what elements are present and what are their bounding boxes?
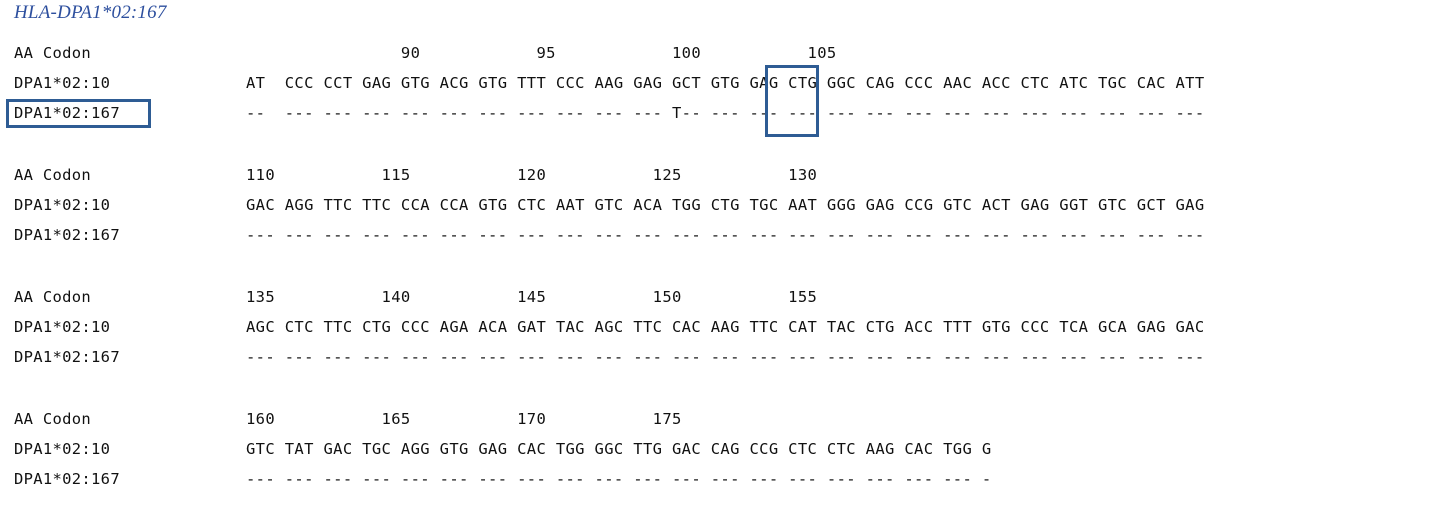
query-sequence-row: DPA1*02:167 -- --- --- --- --- --- --- -… <box>0 98 1443 128</box>
codon-numbers: 90 95 100 105 <box>246 44 837 62</box>
reference-sequence: AGC CTC TTC CTG CCC AGA ACA GAT TAC AGC … <box>246 318 1205 336</box>
row-label-reference: DPA1*02:10 <box>14 440 111 458</box>
query-sequence: --- --- --- --- --- --- --- --- --- --- … <box>246 226 1205 244</box>
highlight-box-query-label <box>6 99 151 128</box>
alignment-body: AA Codon 90 95 100 105 DPA1*02:10 AT CCC… <box>0 38 1443 526</box>
alignment-block: AA Codon 90 95 100 105 DPA1*02:10 AT CCC… <box>0 38 1443 160</box>
row-label-reference: DPA1*02:10 <box>14 74 111 92</box>
row-label-aa-codon: AA Codon <box>14 44 92 62</box>
query-sequence-row: DPA1*02:167 --- --- --- --- --- --- --- … <box>0 464 1443 494</box>
query-sequence: -- --- --- --- --- --- --- --- --- --- -… <box>246 104 1205 122</box>
alignment-block: AA Codon 160 165 170 175 DPA1*02:10 GTC … <box>0 404 1443 526</box>
page-title: HLA-DPA1*02:167 <box>14 2 167 23</box>
codon-number-row: AA Codon 135 140 145 150 155 <box>0 282 1443 312</box>
reference-sequence-row: DPA1*02:10 AGC CTC TTC CTG CCC AGA ACA G… <box>0 312 1443 342</box>
reference-sequence-row: DPA1*02:10 GAC AGG TTC TTC CCA CCA GTG C… <box>0 190 1443 220</box>
row-label-aa-codon: AA Codon <box>14 410 92 428</box>
codon-numbers: 135 140 145 150 155 <box>246 288 818 306</box>
alignment-block: AA Codon 135 140 145 150 155 DPA1*02:10 … <box>0 282 1443 404</box>
query-sequence: --- --- --- --- --- --- --- --- --- --- … <box>246 348 1205 366</box>
row-label-query: DPA1*02:167 <box>14 348 120 366</box>
reference-sequence: GAC AGG TTC TTC CCA CCA GTG CTC AAT GTC … <box>246 196 1205 214</box>
row-label-aa-codon: AA Codon <box>14 166 92 184</box>
row-label-reference: DPA1*02:10 <box>14 196 111 214</box>
codon-numbers: 110 115 120 125 130 <box>246 166 818 184</box>
codon-number-row: AA Codon 110 115 120 125 130 <box>0 160 1443 190</box>
reference-sequence-row: DPA1*02:10 AT CCC CCT GAG GTG ACG GTG TT… <box>0 68 1443 98</box>
query-sequence-row: DPA1*02:167 --- --- --- --- --- --- --- … <box>0 220 1443 250</box>
reference-sequence-row: DPA1*02:10 GTC TAT GAC TGC AGG GTG GAG C… <box>0 434 1443 464</box>
reference-sequence: AT CCC CCT GAG GTG ACG GTG TTT CCC AAG G… <box>246 74 1205 92</box>
reference-sequence: GTC TAT GAC TGC AGG GTG GAG CAC TGG GGC … <box>246 440 992 458</box>
row-label-query: DPA1*02:167 <box>14 470 120 488</box>
alignment-block: AA Codon 110 115 120 125 130 DPA1*02:10 … <box>0 160 1443 282</box>
codon-numbers: 160 165 170 175 <box>246 410 682 428</box>
row-label-aa-codon: AA Codon <box>14 288 92 306</box>
query-sequence: --- --- --- --- --- --- --- --- --- --- … <box>246 470 992 488</box>
row-label-query: DPA1*02:167 <box>14 226 120 244</box>
codon-number-row: AA Codon 160 165 170 175 <box>0 404 1443 434</box>
row-label-query: DPA1*02:167 <box>14 104 120 122</box>
row-label-reference: DPA1*02:10 <box>14 318 111 336</box>
codon-number-row: AA Codon 90 95 100 105 <box>0 38 1443 68</box>
query-sequence-row: DPA1*02:167 --- --- --- --- --- --- --- … <box>0 342 1443 372</box>
